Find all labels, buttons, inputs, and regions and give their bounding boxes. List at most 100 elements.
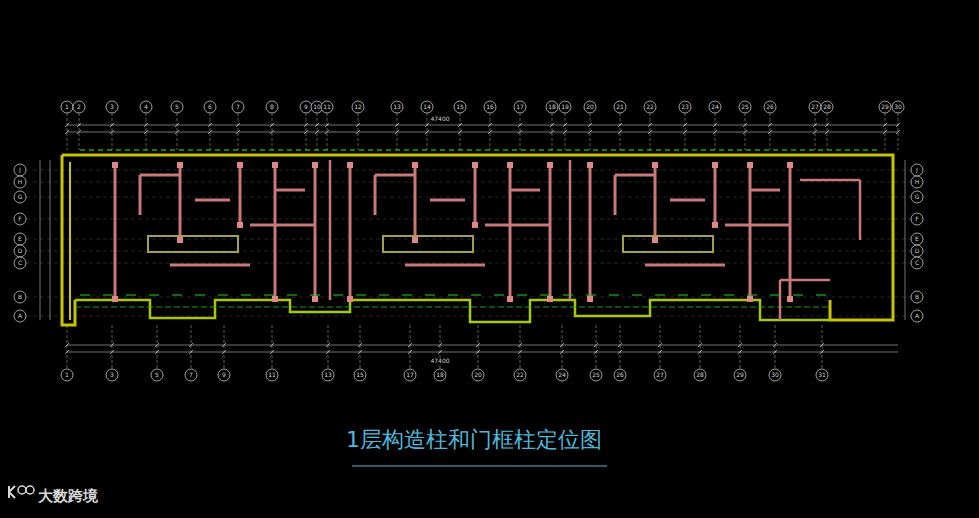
dimension-tick <box>773 343 777 347</box>
axis-number: 26 <box>616 372 624 378</box>
axis-line <box>822 325 823 369</box>
annotation-mark <box>494 295 504 296</box>
structural-column <box>787 296 793 302</box>
structural-column <box>507 296 513 302</box>
annotation-mark <box>512 149 517 150</box>
axis-line <box>520 325 521 369</box>
dimension-tick <box>698 343 702 347</box>
axis-number: A <box>915 313 919 319</box>
axis-line <box>700 325 701 369</box>
annotation-mark <box>89 149 94 150</box>
annotation-mark <box>854 149 859 150</box>
dimension-tick <box>563 123 567 127</box>
axis-number: 25 <box>592 372 600 378</box>
annotation-mark <box>728 149 733 150</box>
axis-number: 10 <box>313 104 321 110</box>
title-underline <box>352 465 607 466</box>
axis-number: 20 <box>474 372 482 378</box>
annotation-mark <box>782 149 787 150</box>
annotation-mark <box>197 149 202 150</box>
interior-wall <box>750 189 780 192</box>
interior-wall <box>195 199 230 202</box>
axis-bubble <box>300 101 312 113</box>
dimension-tick <box>65 123 69 127</box>
axis-bubble <box>352 101 364 113</box>
annotation-mark <box>467 149 472 150</box>
interior-wall <box>725 224 790 227</box>
annotation-mark <box>620 149 625 150</box>
annotation-mark <box>719 149 724 150</box>
annotation-mark <box>449 149 454 150</box>
annotation-mark <box>195 295 205 296</box>
dimension-tick <box>270 123 274 127</box>
structural-column <box>412 237 418 243</box>
structural-column <box>747 296 753 302</box>
interior-wall <box>114 165 117 300</box>
axis-number: 9 <box>304 104 308 110</box>
stair-wall <box>623 236 713 252</box>
axis-line <box>26 239 911 240</box>
interior-wall <box>170 264 250 267</box>
annotation-mark <box>287 149 292 150</box>
axis-number: 24 <box>558 372 566 378</box>
annotation-mark <box>440 149 445 150</box>
dimension-tick <box>270 343 274 347</box>
annotation-mark <box>188 149 193 150</box>
dimension-tick <box>825 130 829 134</box>
annotation-mark <box>314 149 319 150</box>
axis-number: D <box>915 248 920 254</box>
dimension-tick <box>550 130 554 134</box>
structural-column <box>547 162 553 168</box>
annotation-mark <box>764 149 769 150</box>
dimension-tick <box>110 350 114 354</box>
dimension-tick <box>896 130 900 134</box>
axis-number: 16 <box>486 104 494 110</box>
axis-bubble <box>584 101 596 113</box>
axis-number: 17 <box>406 372 414 378</box>
dimension-tick <box>476 350 480 354</box>
structural-column <box>547 296 553 302</box>
axis-bubble <box>185 369 197 381</box>
structural-column <box>652 162 658 168</box>
dimension-tick <box>155 350 159 354</box>
annotation-mark <box>517 295 527 296</box>
axis-number: 30 <box>894 104 902 110</box>
axis-bubble <box>911 164 923 176</box>
annotation-mark <box>224 149 229 150</box>
axis-line <box>660 325 661 369</box>
dimension-tick <box>155 343 159 347</box>
annotation-mark <box>377 149 382 150</box>
dimension-tick <box>813 123 817 127</box>
axis-line <box>272 325 273 369</box>
dimension-tick <box>315 123 319 127</box>
annotation-mark <box>116 149 121 150</box>
annotation-line <box>75 307 830 308</box>
axis-number: 24 <box>711 104 719 110</box>
axis-number: 22 <box>646 104 654 110</box>
interior-wall <box>179 165 182 240</box>
axis-bubble <box>14 310 26 322</box>
dimension-tick <box>326 350 330 354</box>
annotation-mark <box>701 295 711 296</box>
dimension-tick <box>358 343 362 347</box>
interior-wall <box>749 165 752 300</box>
dimension-tick <box>825 123 829 127</box>
axis-bubble <box>204 101 216 113</box>
dimension-tick <box>738 343 742 347</box>
axis-number: 28 <box>696 372 704 378</box>
axis-bubble <box>266 101 278 113</box>
interior-wall <box>569 160 572 300</box>
interior-wall <box>275 189 305 192</box>
annotation-mark <box>540 295 550 296</box>
axis-line <box>26 297 911 298</box>
dimension-tick <box>208 130 212 134</box>
axis-bubble <box>14 291 26 303</box>
dimension-tick <box>743 123 747 127</box>
annotation-mark <box>143 149 148 150</box>
annotation-mark <box>710 149 715 150</box>
structural-column <box>507 162 513 168</box>
dimension-line <box>905 160 906 320</box>
axis-bubble <box>484 101 496 113</box>
axis-bubble <box>546 101 558 113</box>
